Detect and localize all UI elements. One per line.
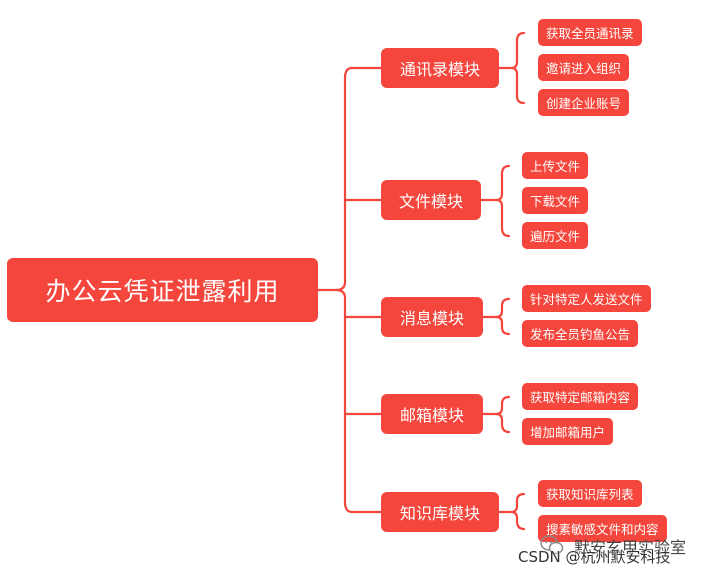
leaf-label: 遍历文件 bbox=[530, 229, 581, 244]
leaf-label: 搜素敏感文件和内容 bbox=[546, 522, 659, 537]
leaf-item: 搜素敏感文件和内容 bbox=[538, 515, 667, 542]
module-label: 文件模块 bbox=[398, 192, 463, 211]
leaf-item: 获取全员通讯录 bbox=[538, 19, 642, 46]
leaf-item: 下载文件 bbox=[522, 187, 589, 214]
leaf-label: 上传文件 bbox=[530, 159, 581, 174]
leaf-item: 发布全员钓鱼公告 bbox=[522, 320, 639, 347]
leaf-label: 针对特定人发送文件 bbox=[530, 292, 643, 307]
root-label: 办公云凭证泄露利用 bbox=[45, 277, 280, 306]
module-contacts: 通讯录模块 bbox=[381, 48, 499, 88]
bracket-mod-3 bbox=[495, 395, 511, 434]
watermark-overlay: 默安玄甲实验室 bbox=[574, 538, 687, 557]
leaf-label: 邀请进入组织 bbox=[546, 61, 622, 76]
module-label: 知识库模块 bbox=[399, 504, 480, 523]
module-label: 邮箱模块 bbox=[399, 406, 464, 425]
module-mailbox: 邮箱模块 bbox=[381, 394, 483, 434]
leaf-label: 创建企业账号 bbox=[546, 96, 622, 111]
module-label: 消息模块 bbox=[399, 309, 464, 328]
wechat-icon bbox=[540, 535, 564, 555]
bracket-mod-2 bbox=[495, 297, 511, 336]
root-node: 办公云凭证泄露利用 bbox=[7, 258, 318, 322]
leaf-item: 针对特定人发送文件 bbox=[522, 285, 651, 312]
module-knowledge-base: 知识库模块 bbox=[381, 492, 499, 532]
module-messages: 消息模块 bbox=[381, 297, 483, 337]
root-bracket bbox=[335, 66, 354, 514]
leaf-label: 发布全员钓鱼公告 bbox=[530, 327, 631, 342]
leaf-item: 邀请进入组织 bbox=[538, 54, 630, 81]
bracket-mod-4 bbox=[510, 492, 526, 531]
bracket-mod-0 bbox=[510, 31, 526, 105]
module-label: 通讯录模块 bbox=[399, 60, 480, 79]
bracket-mod-1 bbox=[495, 164, 511, 238]
leaf-label: 获取全员通讯录 bbox=[546, 26, 634, 41]
leaf-label: 获取知识库列表 bbox=[546, 487, 634, 502]
leaf-item: 获取知识库列表 bbox=[538, 480, 642, 507]
leaf-item: 遍历文件 bbox=[522, 222, 589, 249]
leaf-label: 下载文件 bbox=[530, 194, 581, 209]
leaf-item: 创建企业账号 bbox=[538, 89, 630, 116]
leaf-item: 获取特定邮箱内容 bbox=[522, 383, 639, 410]
leaf-label: 增加邮箱用户 bbox=[530, 425, 606, 440]
watermark-csdn: CSDN @杭州默安科技 bbox=[518, 548, 671, 566]
leaf-item: 增加邮箱用户 bbox=[522, 418, 614, 445]
leaf-item: 上传文件 bbox=[522, 152, 589, 179]
module-files: 文件模块 bbox=[381, 180, 481, 220]
leaf-label: 获取特定邮箱内容 bbox=[530, 390, 631, 405]
